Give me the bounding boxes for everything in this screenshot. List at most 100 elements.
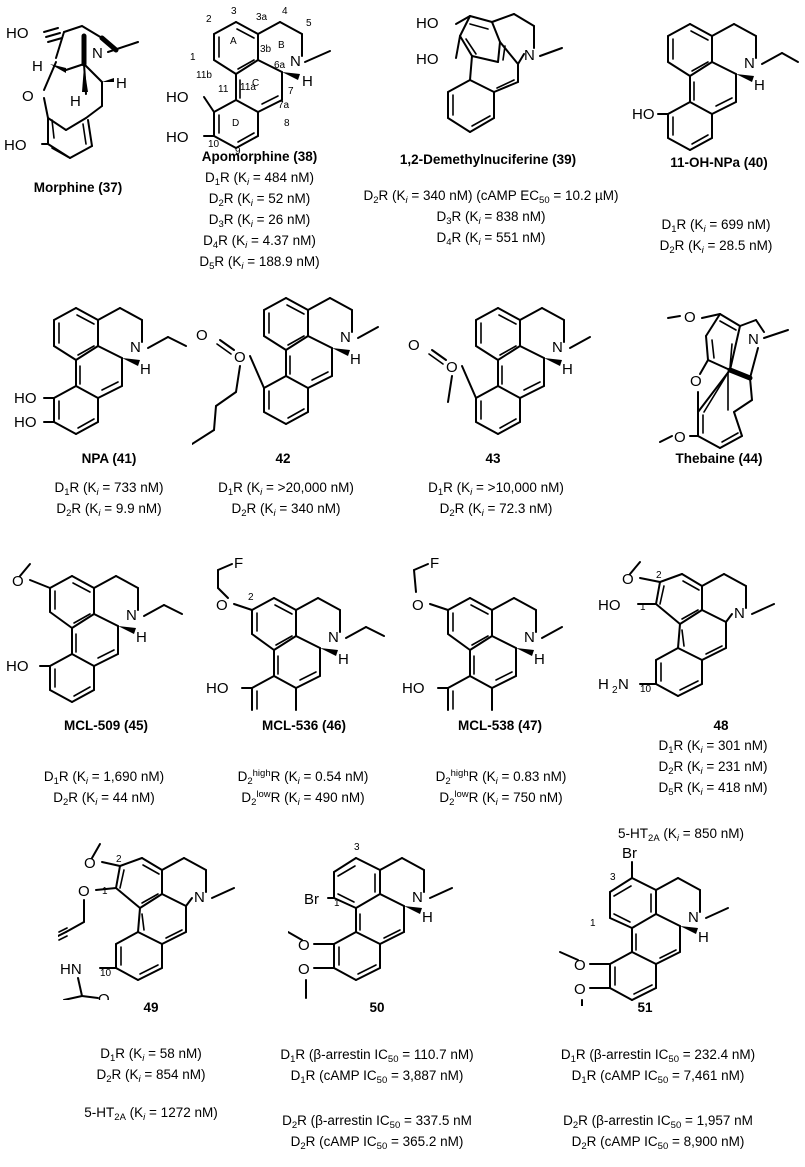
svg-text:A: A — [230, 36, 237, 47]
svg-text:HO: HO — [166, 129, 189, 146]
label-51: 51 — [637, 1000, 653, 1015]
svg-text:11: 11 — [218, 84, 229, 95]
svg-text:2: 2 — [612, 685, 618, 696]
svg-text:N: N — [92, 45, 103, 62]
structure-oh-npa: N H HO — [632, 6, 802, 156]
structure-43: N H O O — [398, 298, 598, 450]
svg-text:N: N — [340, 329, 351, 346]
data-48: D1R (Ki = 301 nM) D2R (Ki = 231 nM) D5R … — [658, 738, 768, 798]
svg-text:O: O — [684, 309, 696, 326]
structure-demethylnuciferine: HO HO N — [398, 6, 578, 154]
svg-text:10: 10 — [640, 684, 652, 695]
svg-text:3: 3 — [610, 872, 616, 883]
svg-text:N: N — [328, 629, 339, 646]
svg-text:HN: HN — [60, 961, 82, 978]
svg-text:9: 9 — [235, 146, 241, 154]
label-apomorphine: Apomorphine (38) — [201, 149, 318, 164]
svg-text:N: N — [290, 53, 301, 70]
svg-text:O: O — [298, 937, 310, 954]
label-demethylnuciferine: 1,2-Demethylnuciferine (39) — [399, 152, 577, 167]
svg-text:N: N — [734, 605, 745, 622]
label-42: 42 — [275, 451, 291, 466]
label-49: 49 — [143, 1000, 159, 1015]
svg-text:3: 3 — [354, 842, 360, 853]
data-mcl536: D2highR (Ki = 0.54 nM) D2lowR (Ki = 490 … — [237, 768, 369, 808]
svg-text:O: O — [574, 957, 586, 974]
data-51b: D2R (β-arrestin IC50 = 1,957 nM D2R (cAM… — [563, 1113, 753, 1152]
svg-text:O: O — [84, 855, 96, 872]
svg-text:N: N — [412, 889, 423, 906]
svg-text:H: H — [70, 93, 81, 110]
data-npa: D1R (Ki = 733 nM) D2R (Ki = 9.9 nM) — [54, 480, 164, 519]
data-48-ht2a: 5-HT2A (Ki = 850 nM) — [618, 826, 744, 844]
data-49: D1R (Ki = 58 nM) D2R (Ki = 854 nM) — [96, 1046, 206, 1085]
label-npa: NPA (41) — [81, 451, 137, 466]
svg-text:O: O — [622, 571, 634, 588]
svg-text:HO: HO — [166, 89, 189, 106]
svg-text:N: N — [618, 676, 629, 693]
structure-mcl538: F O N H — [382, 554, 582, 712]
label-mcl509: MCL-509 (45) — [63, 718, 149, 733]
svg-text:O: O — [22, 88, 34, 105]
svg-text:N: N — [744, 55, 755, 72]
label-mcl538: MCL-538 (47) — [457, 718, 543, 733]
svg-text:2: 2 — [116, 854, 122, 865]
svg-text:O: O — [408, 337, 420, 354]
svg-text:HO: HO — [4, 137, 27, 154]
svg-text:H: H — [698, 929, 709, 946]
data-50b: D2R (β-arrestin IC50 = 337.5 nM D2R (cAM… — [282, 1113, 472, 1152]
svg-text:N: N — [524, 629, 535, 646]
data-mcl509: D1R (Ki = 1,690 nM) D2R (Ki = 44 nM) — [43, 769, 165, 808]
svg-text:Br: Br — [622, 845, 637, 862]
svg-text:HO: HO — [6, 25, 29, 42]
svg-text:O: O — [412, 597, 424, 614]
svg-text:11b: 11b — [196, 70, 212, 81]
svg-text:N: N — [688, 909, 699, 926]
label-morphine: Morphine (37) — [33, 180, 123, 195]
svg-text:H: H — [422, 909, 433, 926]
svg-text:H: H — [116, 75, 127, 92]
structure-51: Br 3 1 N H — [548, 838, 738, 1006]
svg-text:H: H — [534, 651, 545, 668]
svg-text:HO: HO — [6, 658, 29, 675]
svg-text:1: 1 — [334, 898, 340, 909]
structure-mcl509: O N H — [6, 560, 196, 708]
svg-text:O: O — [574, 981, 586, 998]
svg-text:O: O — [674, 429, 686, 446]
svg-text:5: 5 — [306, 18, 312, 29]
data-43: D1R (Ki = >10,000 nM) D2R (Ki = 72.3 nM) — [428, 480, 564, 519]
svg-text:O: O — [690, 373, 702, 390]
svg-text:Br: Br — [304, 891, 319, 908]
svg-text:N: N — [126, 607, 137, 624]
svg-text:8: 8 — [284, 118, 290, 129]
svg-text:C: C — [252, 78, 259, 89]
svg-text:H: H — [598, 676, 609, 693]
svg-text:O: O — [446, 359, 458, 376]
svg-text:N: N — [194, 889, 205, 906]
svg-text:N: N — [524, 47, 535, 64]
label-43: 43 — [485, 451, 501, 466]
svg-text:HO: HO — [632, 106, 655, 123]
svg-text:F: F — [234, 555, 243, 572]
svg-text:B: B — [278, 40, 285, 51]
svg-text:H: H — [562, 361, 573, 378]
data-apomorphine: D1R (Ki = 484 nM) D2R (Ki = 52 nM) D3R (… — [199, 170, 320, 272]
svg-text:6a: 6a — [274, 60, 286, 71]
svg-text:10: 10 — [100, 968, 112, 979]
data-oh-npa: D1R (Ki = 699 nM) D2R (Ki = 28.5 nM) — [659, 217, 773, 256]
svg-text:O: O — [216, 597, 228, 614]
svg-text:H: H — [32, 58, 43, 75]
structure-mcl536: F O N H — [186, 554, 386, 712]
svg-text:1: 1 — [640, 602, 646, 613]
structure-morphine: HO N H O H H — [4, 6, 154, 174]
svg-text:F: F — [430, 555, 439, 572]
svg-text:2: 2 — [206, 14, 212, 25]
svg-text:HO: HO — [14, 414, 37, 431]
svg-text:HO: HO — [598, 597, 621, 614]
label-50: 50 — [369, 1000, 385, 1015]
svg-text:O: O — [12, 573, 24, 590]
structure-apomorphine: N H HO HO 2 3 — [162, 4, 362, 154]
svg-text:10: 10 — [208, 139, 220, 150]
svg-text:O: O — [78, 883, 90, 900]
